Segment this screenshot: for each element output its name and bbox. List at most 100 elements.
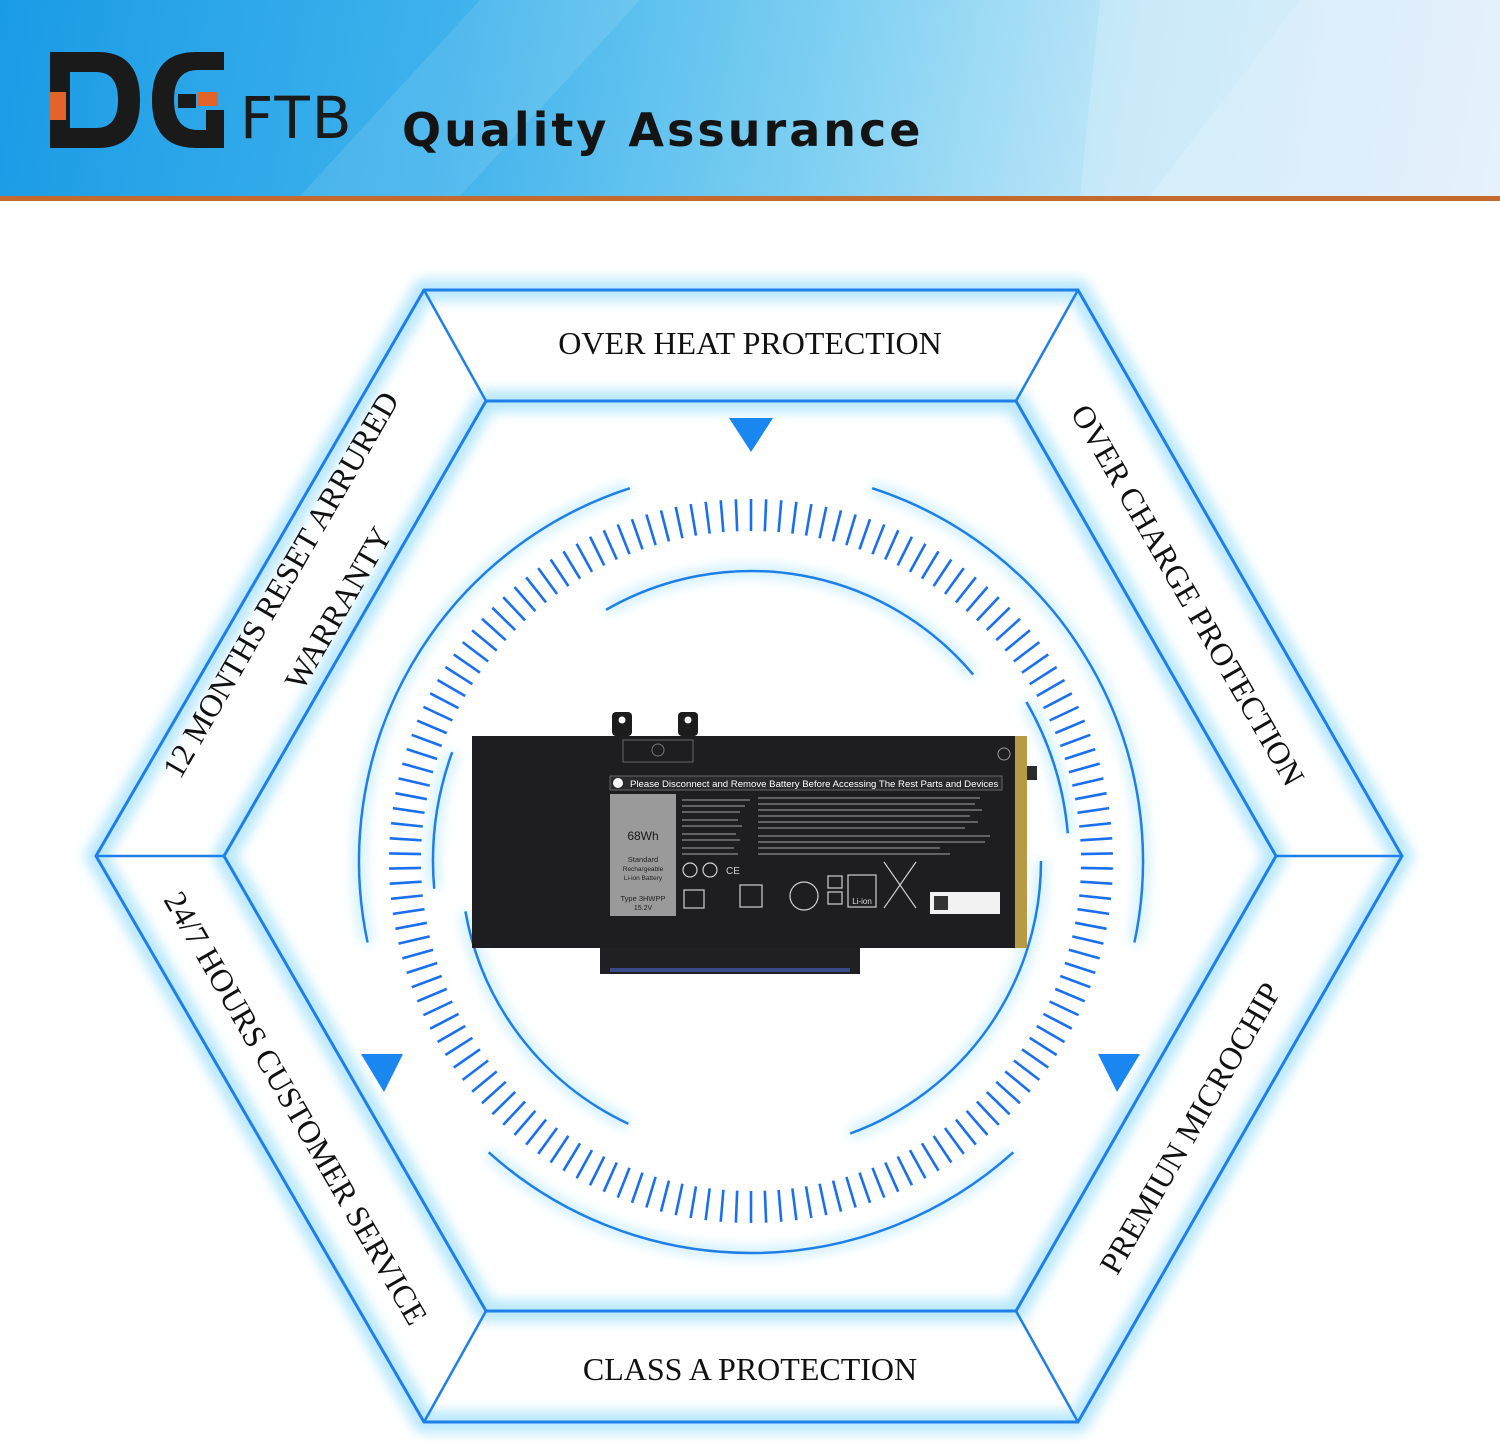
dial-tick [616, 523, 631, 555]
dial-tick [689, 1186, 698, 1219]
dial-tick [674, 506, 684, 539]
dial-tick [471, 629, 498, 652]
dial-tick [1042, 692, 1073, 710]
dial-tick [1004, 1070, 1031, 1093]
battery-kind-line3: Li-ion Battery [624, 875, 663, 882]
battery-type: Type 3HWPP [620, 894, 665, 903]
dial-tick [871, 523, 886, 555]
dial-tick [411, 974, 443, 989]
banner-divider [0, 196, 1500, 201]
dial-tick [471, 1070, 498, 1093]
dial-tick [791, 501, 798, 534]
dial-tick [932, 1135, 953, 1164]
dial-tick [389, 866, 422, 870]
dial-tick [616, 1167, 631, 1199]
header-banner: FTB Quality Assurance [0, 0, 1500, 196]
battery-fine-print [682, 797, 990, 855]
dial-tick [1080, 866, 1113, 870]
dial-tick [602, 1161, 618, 1193]
dial-tick [513, 1109, 537, 1136]
dial-tick [645, 1176, 657, 1208]
svg-text:CE: CE [726, 866, 740, 877]
dial-tick [791, 1188, 798, 1221]
dial-tick [1068, 762, 1101, 774]
dial-tick [395, 921, 428, 931]
dial-tick [525, 576, 548, 604]
dial-tick [985, 1090, 1011, 1116]
dial-tick [1013, 641, 1041, 663]
dial-tick [1068, 948, 1101, 960]
dial-arc [871, 486, 1145, 943]
dial-tick [908, 543, 927, 573]
dial-tick [436, 1024, 466, 1044]
dial-tick [1080, 880, 1113, 886]
dial-tick [481, 617, 507, 642]
dial-tick [719, 1189, 725, 1222]
dial-tick [659, 1180, 671, 1212]
dial-arc [1025, 701, 1070, 834]
dial-tick [818, 1183, 828, 1216]
dial-tick [674, 1183, 684, 1216]
dial-tick [537, 1127, 559, 1155]
dial-tick [804, 1186, 813, 1219]
dial-tick [954, 1118, 977, 1146]
dial-tick [1021, 1048, 1049, 1069]
dial-tick [1036, 1024, 1066, 1044]
dial-tick [401, 762, 434, 774]
dial-tick [575, 543, 594, 573]
dial-tick [491, 1090, 517, 1116]
dial-tick [422, 705, 453, 722]
dial-tick [429, 1012, 460, 1030]
dial-tick [871, 1167, 886, 1199]
dial-tick [562, 550, 582, 580]
dial-tick [1074, 921, 1107, 931]
battery-spec-label [610, 794, 676, 916]
dial-tick [1042, 1012, 1073, 1030]
dial-tick [763, 1190, 768, 1223]
dial-tick [995, 1080, 1021, 1105]
mounting-tab-icon [612, 712, 698, 736]
dial-tick [734, 499, 739, 532]
dial-tick [818, 506, 828, 539]
dial-tick [985, 606, 1011, 632]
dial-tick [525, 1118, 548, 1146]
dial-tick [401, 948, 434, 960]
dial-tick [689, 503, 698, 536]
logo-suffix: FTB [240, 84, 354, 152]
battery-li-ion-badge: Li-ion [852, 897, 872, 906]
dial-tick [416, 987, 448, 1003]
battery-kind-line2: Rechargeable [623, 866, 664, 873]
dial-tick [390, 821, 423, 828]
dial-tick [630, 518, 644, 550]
dial-tick [389, 852, 422, 856]
dial-tick [630, 1172, 644, 1204]
dial-tick [831, 1180, 843, 1212]
dial-inner-arcs [431, 569, 1070, 1135]
certification-icons: CE [682, 861, 917, 911]
dial-outer-arcs [357, 486, 1145, 1255]
dial-tick [1028, 665, 1058, 686]
pointer-triangle-left [361, 1054, 403, 1092]
dial-tick [734, 1190, 739, 1223]
dial-tick [954, 576, 977, 604]
dial-tick [398, 777, 431, 787]
dial-tick [1079, 821, 1112, 828]
battery-image: Please Disconnect and Remove Battery Bef… [472, 712, 1037, 974]
dial-tick [392, 907, 425, 916]
dial-tick [1013, 1059, 1041, 1081]
dial-tick [719, 500, 725, 533]
dial-tick [513, 586, 537, 613]
dg-logo-icon [50, 52, 224, 148]
hexagon-spokes [96, 289, 1402, 1423]
dial-tick [1054, 987, 1086, 1003]
dial-tick [491, 606, 517, 632]
dial-tick [943, 567, 965, 595]
dial-tick [436, 678, 466, 698]
battery-kind-line1: Standard [628, 855, 658, 864]
dial-tick [943, 1127, 965, 1155]
dial-tick [1054, 719, 1086, 735]
dial-tick [1077, 907, 1110, 916]
dial-tick [908, 1149, 927, 1179]
banner-light-wedge [300, 0, 1500, 196]
